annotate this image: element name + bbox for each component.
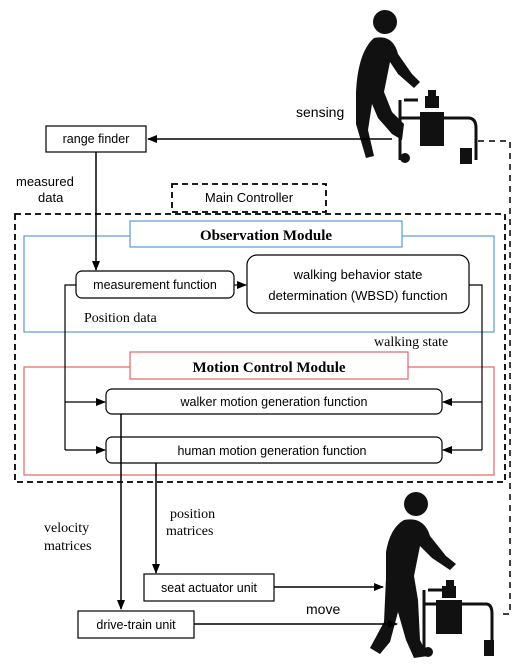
velocity-matrices-label-2: matrices (44, 539, 91, 554)
motion-control-module-title-box (129, 351, 409, 380)
drive-train-unit-box (77, 610, 195, 639)
position-data-label: Position data (84, 311, 158, 326)
wbsd-label-2: determination (WBSD) function (268, 288, 447, 303)
seat-actuator-unit-label: seat actuator unit (161, 581, 257, 595)
drive-train-unit-label: drive-train unit (96, 618, 176, 632)
measured-data-label-2: data (38, 190, 64, 205)
measurement-function-label: measurement function (93, 278, 217, 292)
observation-module-title-box (129, 220, 403, 248)
sensing-label: sensing (296, 104, 344, 120)
position-matrices-label-2: matrices (166, 524, 213, 539)
observation-module-title: Observation Module (200, 228, 332, 244)
motion-control-module-title: Motion Control Module (192, 360, 345, 376)
person-with-walker-top-icon (356, 10, 478, 164)
main-controller-label: Main Controller (205, 190, 294, 205)
measured-data-label-1: measured (16, 174, 74, 189)
person-with-walker-bottom-icon (370, 492, 494, 658)
main-controller-boundary (14, 213, 506, 483)
velocity-matrices-label-1: velocity (44, 521, 89, 536)
position-matrices-label-1: position (170, 507, 215, 522)
wbsd-label-1: walking behavior state (293, 267, 423, 282)
main-controller-tag (171, 183, 327, 213)
walker-motion-generation-label: walker motion generation function (180, 395, 368, 409)
position-data-line (64, 284, 76, 450)
dashed-feedback-line (478, 140, 511, 615)
walking-state-line (469, 284, 483, 450)
human-motion-generation-label: human motion generation function (177, 444, 366, 458)
wbsd-function-box (246, 254, 470, 314)
seat-actuator-unit-box (143, 573, 275, 602)
move-label: move (306, 601, 340, 617)
range-finder-label: range finder (63, 132, 130, 146)
walking-state-label: walking state (374, 335, 448, 350)
range-finder-box (45, 125, 147, 153)
